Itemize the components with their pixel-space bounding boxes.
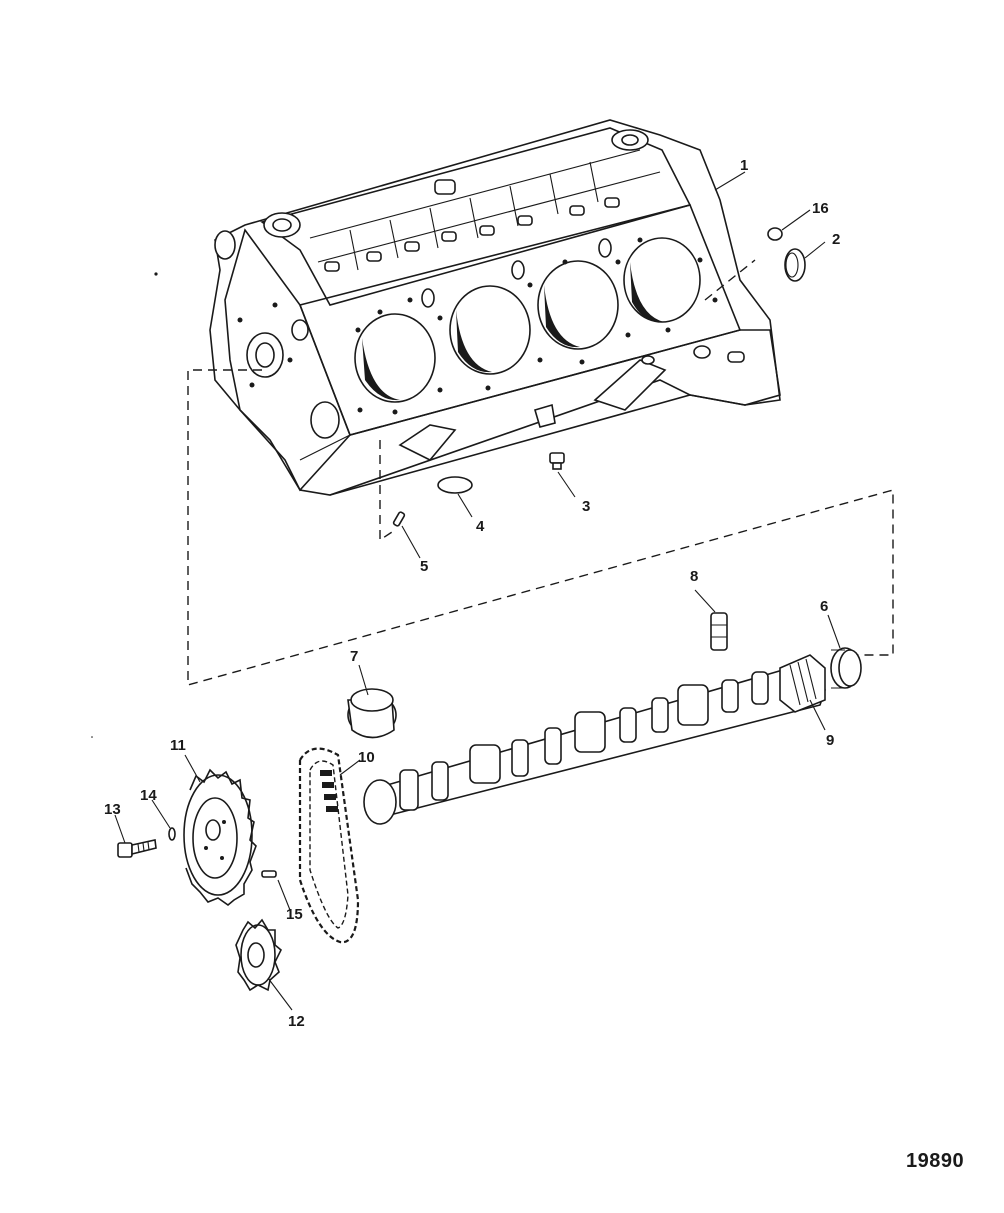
drain-plug-3 [549, 452, 565, 470]
callout-9: 9 [826, 732, 834, 749]
timing-chain-10 [298, 747, 360, 944]
callout-16: 16 [812, 200, 829, 217]
callout-2: 2 [832, 231, 840, 248]
expansion-plug-4 [437, 476, 473, 494]
callout-8: 8 [690, 568, 698, 585]
camshaft-9 [363, 654, 826, 825]
callout-7: 7 [350, 648, 358, 665]
expansion-plug-2 [784, 248, 806, 282]
assembly-line-left [187, 369, 894, 686]
dowel-pin-5 [392, 511, 406, 527]
callout-11: 11 [170, 737, 186, 754]
cylinder-bores [354, 237, 701, 403]
cam-bearing-7 [347, 688, 397, 739]
washer-14 [168, 827, 176, 841]
bolt-13 [117, 839, 157, 858]
valve-lifter-8 [710, 612, 728, 651]
callout-15: 15 [286, 906, 303, 923]
figure-number: 19890 [906, 1150, 965, 1172]
callout-3: 3 [582, 498, 590, 515]
callout-1: 1 [740, 157, 748, 174]
engine-block [209, 119, 781, 496]
leader-lines [114, 171, 841, 1011]
cam-sprocket-11 [183, 768, 257, 907]
callout-13: 13 [104, 801, 121, 818]
callout-12: 12 [288, 1013, 305, 1030]
plug-16 [767, 227, 783, 241]
callout-4: 4 [476, 518, 485, 535]
crank-sprocket-12 [235, 918, 282, 992]
cam-bearing-6 [830, 647, 862, 689]
dowel-pin-15 [261, 870, 277, 878]
callout-5: 5 [420, 558, 428, 575]
callout-10: 10 [358, 749, 375, 766]
callout-numbers: 1 2 3 4 5 6 7 8 9 10 11 12 13 14 15 16 [104, 157, 840, 1030]
callout-14: 14 [140, 787, 157, 804]
callout-6: 6 [820, 598, 828, 615]
